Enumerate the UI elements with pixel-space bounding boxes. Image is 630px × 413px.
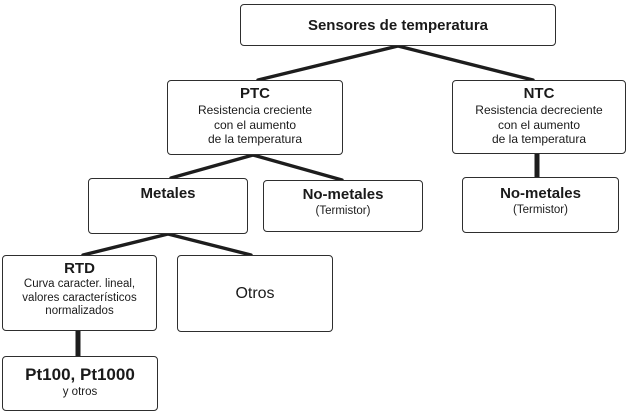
node-otros: Otros <box>177 255 333 332</box>
rtd-description-line: valores característicos <box>22 291 137 304</box>
node-ptc: PTC Resistencia creciente con el aumento… <box>167 80 343 155</box>
rtd-title: RTD <box>64 260 95 277</box>
rtd-description-line: normalizados <box>45 305 114 317</box>
node-pt100-pt1000: Pt100, Pt1000 y otros <box>2 356 158 411</box>
ptc-description-line: con el aumento <box>213 117 297 132</box>
pt100-title: Pt100, Pt1000 <box>25 365 135 384</box>
no-metales-ntc-subtitle: (Termistor) <box>513 204 568 216</box>
ntc-description-line: Resistencia decreciente <box>475 103 603 117</box>
connector-root-ntc <box>396 44 535 82</box>
metales-title: Metales <box>140 185 196 202</box>
node-no-metales-ptc: No-metales (Termistor) <box>263 180 423 232</box>
root-title: Sensores de temperatura <box>307 16 489 34</box>
node-metales: Metales <box>88 178 248 234</box>
ntc-description-line: de la temperatura <box>491 132 587 146</box>
connector-metales-otros <box>166 232 253 257</box>
connector-metales-rtd <box>81 232 170 257</box>
no-metales-ptc-title: No-metales <box>302 186 384 203</box>
node-rtd: RTD Curva caracter. lineal, valores cara… <box>2 255 157 331</box>
pt100-subtitle: y otros <box>62 386 98 398</box>
connector-ptc-metales <box>169 153 255 180</box>
ptc-description-line: de la temperatura <box>207 132 303 146</box>
ntc-title: NTC <box>523 85 555 102</box>
node-ntc: NTC Resistencia decreciente con el aumen… <box>452 80 626 154</box>
ntc-description-line: con el aumento <box>497 117 581 132</box>
node-sensores-de-temperatura: Sensores de temperatura <box>240 4 556 46</box>
no-metales-ntc-title: No-metales <box>500 185 581 202</box>
connector-root-ptc <box>256 44 400 82</box>
connector-ptc-no-metales <box>251 153 344 182</box>
ptc-title: PTC <box>240 85 270 102</box>
rtd-description-line: Curva caracter. lineal, <box>23 278 136 290</box>
otros-title: Otros <box>235 285 275 302</box>
node-no-metales-ntc: No-metales (Termistor) <box>462 177 619 233</box>
no-metales-ptc-subtitle: (Termistor) <box>315 205 371 217</box>
ptc-description-line: Resistencia creciente <box>197 103 313 117</box>
